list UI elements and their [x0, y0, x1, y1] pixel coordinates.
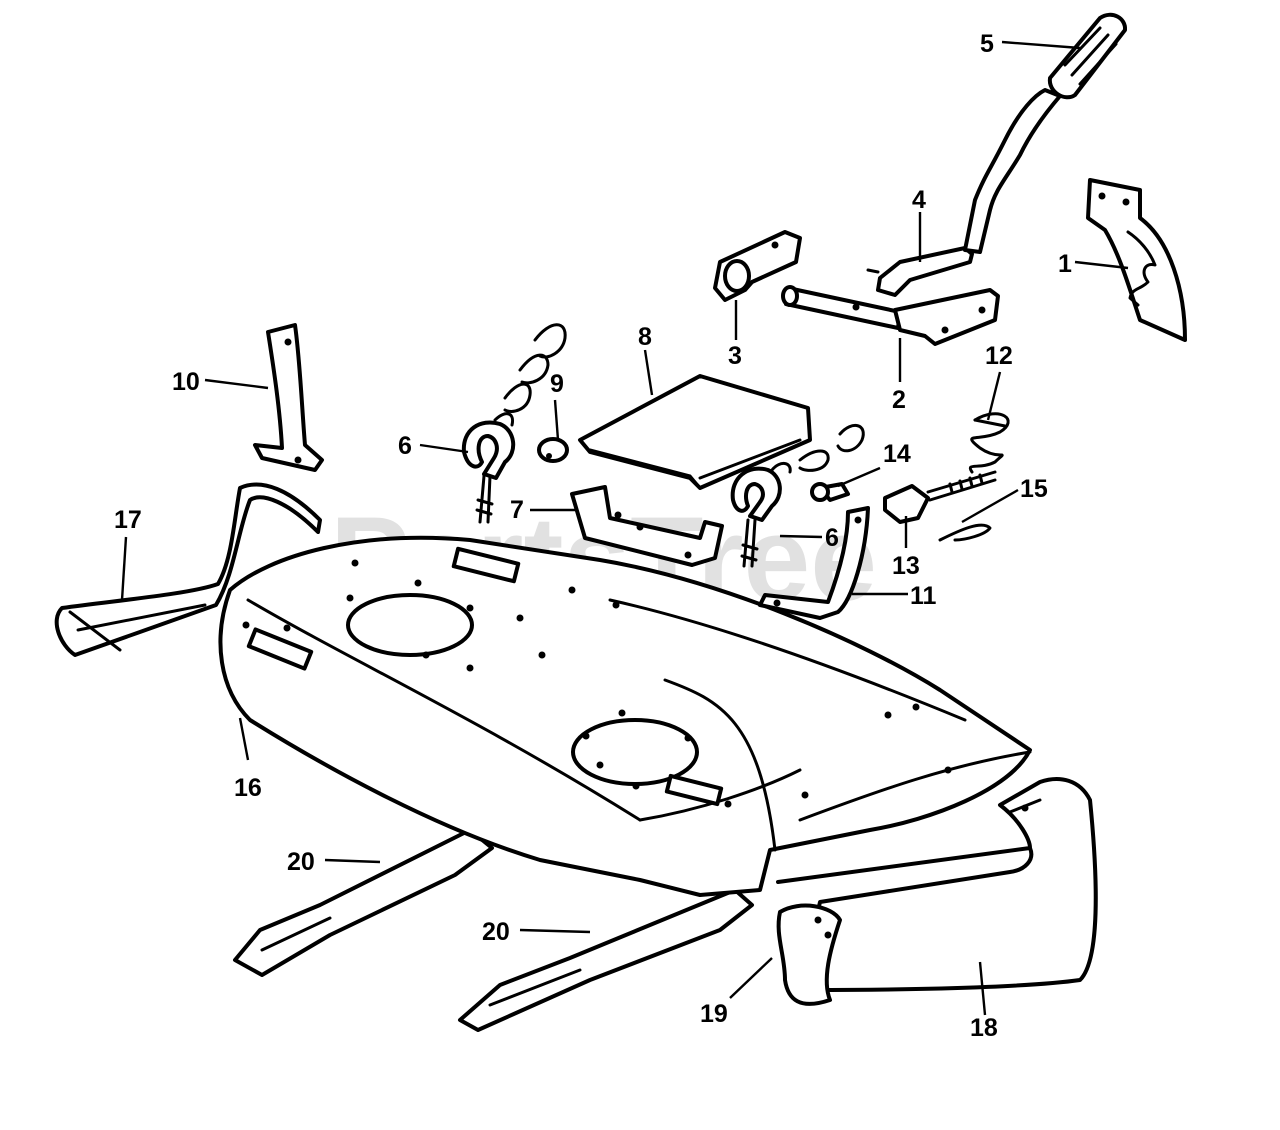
part-20-blade-right	[458, 888, 754, 1032]
callout-15: 15	[1020, 475, 1048, 503]
part-7-channel-bracket	[570, 485, 724, 567]
callout-3: 3	[728, 342, 742, 370]
callout-16: 16	[234, 774, 262, 802]
callout-2: 2	[892, 386, 906, 414]
callout-6-right: 6	[825, 524, 839, 552]
part-5-lift-handle	[963, 12, 1127, 254]
callout-1: 1	[1058, 250, 1072, 278]
callout-6-left: 6	[398, 432, 412, 460]
part-3-hinge-bracket	[713, 230, 802, 302]
callout-11: 11	[910, 582, 937, 610]
part-11-right-bracket	[758, 506, 870, 620]
callout-10: 10	[172, 368, 200, 396]
part-10-left-bracket	[253, 323, 324, 472]
part-18-right-handle	[776, 777, 1098, 1006]
part-4-arm	[866, 246, 974, 297]
part-6-chain-hook-left	[461, 323, 567, 524]
part-8-plate	[578, 374, 812, 490]
callout-12: 12	[985, 342, 1013, 370]
part-14-pin	[810, 482, 850, 502]
part-6-chain-hook-right	[730, 424, 865, 568]
callout-7: 7	[510, 496, 524, 524]
part-13-clevis	[883, 470, 997, 524]
callout-9: 9	[550, 370, 564, 398]
callout-5: 5	[980, 30, 994, 58]
part-20-blade-left	[233, 828, 494, 977]
callout-18: 18	[970, 1014, 998, 1042]
callout-4: 4	[912, 186, 926, 214]
callout-20-right: 20	[482, 918, 510, 946]
part-12-spring	[968, 412, 1010, 474]
callout-19: 19	[700, 1000, 728, 1028]
callout-14: 14	[883, 440, 911, 468]
part-2-lift-shaft	[781, 285, 1000, 346]
part-9-washer	[537, 437, 569, 463]
callout-20-left: 20	[287, 848, 315, 876]
part-15-hairpin	[938, 523, 992, 542]
callout-labels: 1 2 3 4 5 6 6 7 8 9 10 11 12 13 14 15 16…	[114, 30, 1072, 1042]
callout-17: 17	[114, 506, 142, 534]
part-16-mower-deck	[218, 535, 1032, 897]
callout-8: 8	[638, 323, 652, 351]
leader-lines	[120, 40, 1129, 1016]
callout-13: 13	[892, 552, 920, 580]
part-17-left-handle	[54, 482, 322, 657]
part-1-quadrant-plate	[1086, 178, 1187, 342]
